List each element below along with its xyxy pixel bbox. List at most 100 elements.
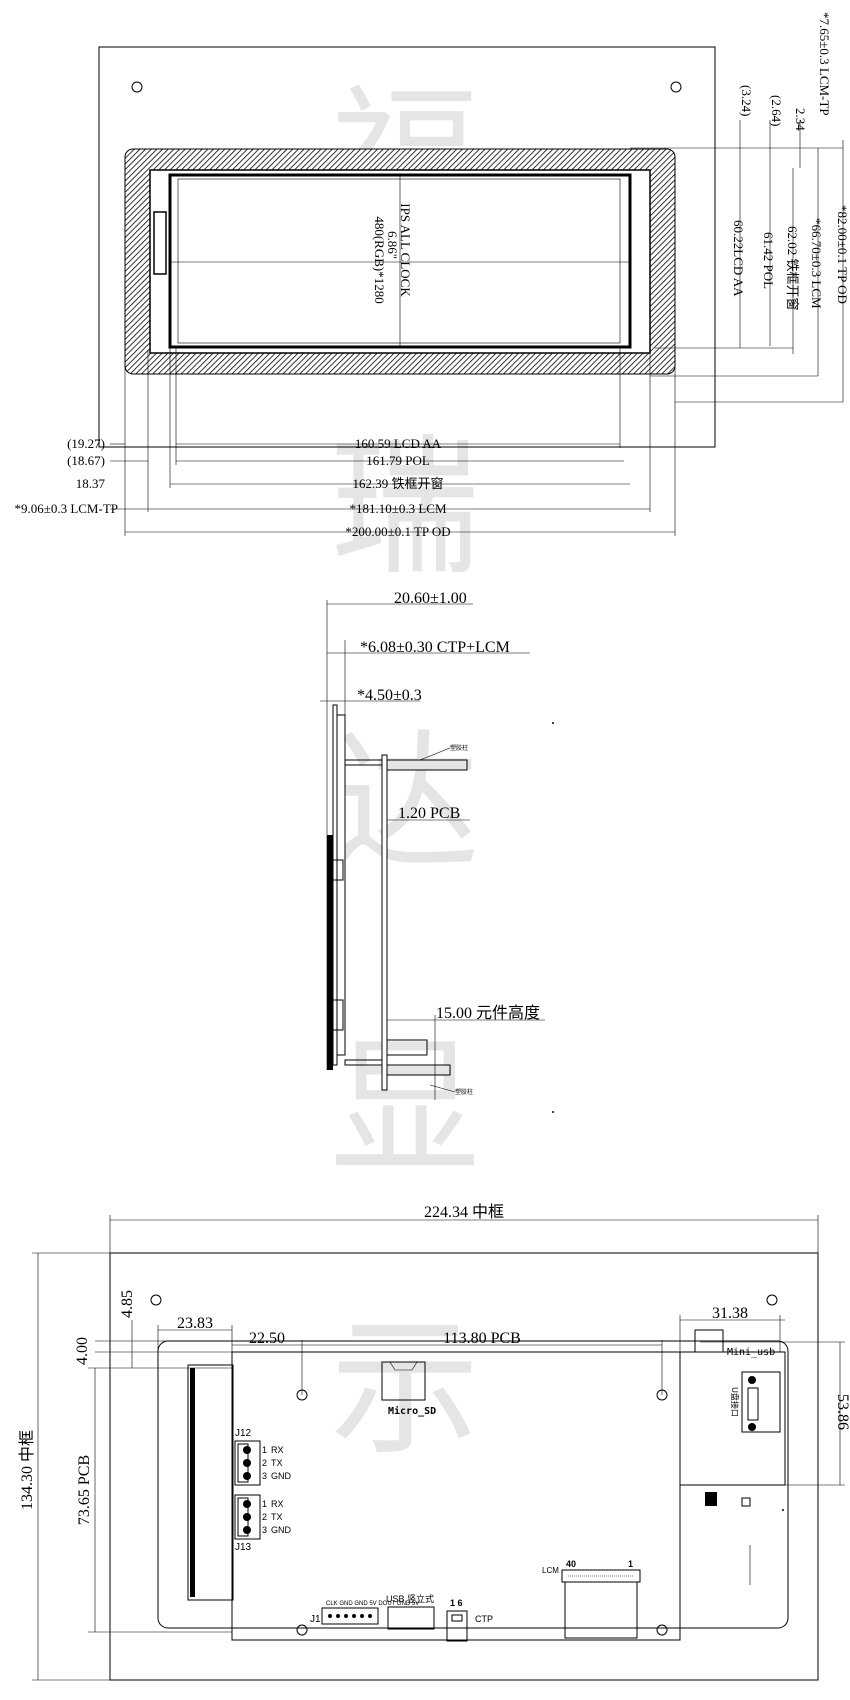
front-outer-frame — [98, 46, 716, 448]
watermark-char-5: 示 — [330, 1302, 480, 1476]
usb-subboard: 31.38 53.86 Mini_usb U盘接口 — [679, 1305, 850, 1585]
dim-82-00: *82.00±0.1 TP OD — [835, 205, 850, 304]
dim-22-50: 22.50 — [249, 1330, 285, 1347]
udisk-label: U盘接口 — [730, 1387, 740, 1417]
horizontal-dims: (19.27) 160.59 LCD AA (18.67) 161.79 POL… — [14, 348, 676, 539]
watermark-char-3: 达 — [330, 717, 480, 891]
lcm-pin-last: 1 — [628, 1559, 633, 1569]
resolution: 480(RGB)*1280 — [372, 216, 387, 303]
dim-18-37: 18.37 — [76, 476, 106, 491]
usb-upright: USB 竖立式 — [386, 1593, 435, 1630]
dim-pcb-thickness: 1.20 PCB — [398, 805, 460, 822]
lcm-pin-first: 40 — [566, 1559, 576, 1569]
pin-number: 1 — [262, 1499, 267, 1509]
dim-62-02: 62.02 铁框开窗 — [785, 226, 800, 311]
j1-pin-labels: CLK GND GND 5V DOUT GND 5V — [326, 1601, 419, 1607]
dim-frame-height: 134.30 中框 — [18, 1430, 36, 1510]
micro-sd-slot: Micro_SD — [381, 1361, 436, 1417]
dim-160-59: 160.59 LCD AA — [355, 436, 442, 451]
dim-total-thickness: 20.60±1.00 — [394, 590, 467, 607]
screen-size: 6.86" — [385, 231, 400, 259]
j1-connector: J1 CLK GND GND 5V DOUT GND 5V — [310, 1601, 419, 1625]
dim-lcm: *4.50±0.3 — [357, 687, 422, 704]
pin-number: 3 — [262, 1525, 267, 1535]
pol-outline — [177, 178, 621, 344]
j12-pin-tx: TX — [271, 1458, 283, 1468]
mount-hole — [766, 1294, 778, 1306]
pcb-mount-hole — [656, 1389, 668, 1401]
fpc-area — [187, 1364, 234, 1601]
middle-frame — [109, 1252, 819, 1681]
ctp-pin-numbers: 1 6 — [450, 1598, 463, 1608]
dim-pcb-width: 113.80 PCB — [443, 1330, 521, 1347]
dim-200-00: *200.00±0.1 TP OD — [345, 524, 450, 539]
ctp-label: CTP — [475, 1614, 493, 1624]
pin-number: 3 — [262, 1471, 267, 1481]
usb-label: USB 竖立式 — [386, 1593, 434, 1604]
pin-number: 2 — [262, 1512, 267, 1522]
dim-4-00: 4.00 — [74, 1337, 91, 1365]
j12-pin-gnd: GND — [271, 1471, 292, 1481]
dim-frame-width: 224.34 中框 — [424, 1203, 504, 1221]
j1-label: J1 — [310, 1614, 321, 1625]
pcb-mount-hole — [296, 1624, 308, 1636]
dim-161-79: 161.79 POL — [366, 453, 430, 468]
standoff-label-bottom: 塑胶柱 — [455, 1088, 473, 1096]
mount-hole — [150, 1294, 162, 1306]
dim-162-39: 162.39 铁框开窗 — [352, 476, 443, 491]
pcb-board — [381, 754, 388, 1091]
udisk-port — [741, 1371, 781, 1433]
j13-pin-gnd: GND — [271, 1525, 292, 1535]
dim-19-27: (19.27) — [67, 436, 105, 451]
dim-7-65: *7.65±0.3 LCM-TP — [817, 12, 832, 116]
mini-usb-port — [694, 1329, 724, 1353]
standoff — [344, 759, 383, 766]
mini-usb-label: Mini_usb — [727, 1347, 775, 1358]
micro-sd-label: Micro_SD — [388, 1405, 436, 1417]
dim-component-height: 15.00 元件高度 — [436, 1004, 540, 1022]
j13-pin-tx: TX — [271, 1512, 283, 1522]
front-view: 6.86" IPS ALL CLOCK 480(RGB)*1280 (3.24)… — [14, 12, 850, 539]
dim-2-34: 2.34 — [793, 108, 808, 131]
dim-9-06: *9.06±0.3 LCM-TP — [14, 501, 118, 516]
dim-66-70: *66.70±0.3 LCM — [809, 218, 824, 309]
j12-connector: J12 1 RX 2 TX 3 GND — [234, 1428, 292, 1486]
j13-connector: 1 RX 2 TX 3 GND J13 — [234, 1494, 292, 1553]
dim-60-22: 60.22LCD AA — [731, 220, 746, 297]
dim-18-67: (18.67) — [67, 453, 105, 468]
standoff — [344, 1059, 383, 1066]
dim-3-24: (3.24) — [739, 85, 754, 116]
mount-hole — [670, 81, 682, 93]
vertical-dims: (3.24) (2.64) 2.34 *7.65±0.3 LCM-TP 60.2… — [630, 12, 850, 403]
pin-number: 1 — [262, 1445, 267, 1455]
lcm-module — [336, 714, 346, 1056]
lcm-label: LCM — [542, 1566, 559, 1575]
side-view: 20.60±1.00 *6.08±0.30 CTP+LCM *4.50±0.3 … — [320, 590, 554, 1113]
j13-pin-rx: RX — [271, 1499, 284, 1509]
j12-label: J12 — [235, 1428, 252, 1439]
j13-label: J13 — [235, 1542, 252, 1553]
pcb-mount-hole — [656, 1624, 668, 1636]
watermark-char-4: 显 — [330, 1022, 480, 1196]
ctp-glass — [332, 704, 338, 1066]
panel-type: IPS ALL CLOCK — [398, 203, 413, 297]
dim-2-64: (2.64) — [769, 95, 784, 126]
dim-61-42: 61.42 POL — [761, 232, 776, 289]
dim-4-85: 4.85 — [119, 1290, 136, 1318]
j12-pin-rx: RX — [271, 1445, 284, 1455]
backlight-edge — [327, 835, 333, 1070]
dim-31-38: 31.38 — [712, 1305, 748, 1322]
back-view: 224.34 中框 134.30 中框 73.65 PCB 4.85 4.00 — [18, 1203, 850, 1681]
dim-53-86: 53.86 — [834, 1394, 850, 1430]
dim-pcb-height: 73.65 PCB — [76, 1455, 93, 1525]
lcm-connector: LCM 40 1 — [542, 1559, 641, 1639]
pcb-mount-hole — [296, 1389, 308, 1401]
dim-ctp-lcm: *6.08±0.30 CTP+LCM — [360, 639, 510, 656]
mount-hole — [131, 81, 143, 93]
fpc-connector — [153, 211, 167, 275]
pin-number: 2 — [262, 1458, 267, 1468]
standoff-label-top: 塑胶柱 — [450, 744, 468, 752]
dim-181-10: *181.10±0.3 LCM — [349, 501, 446, 516]
